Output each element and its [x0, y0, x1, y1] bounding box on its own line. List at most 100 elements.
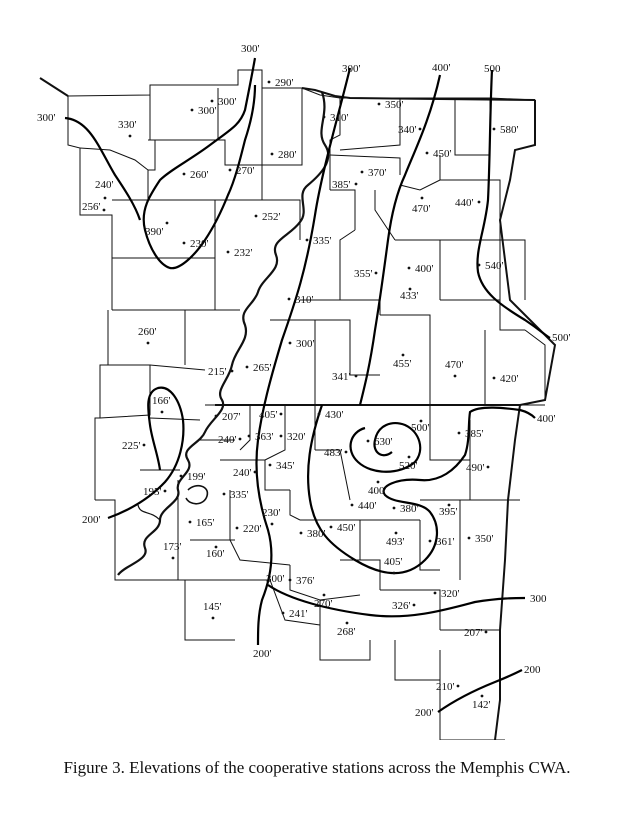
station-dot — [235, 526, 239, 530]
station-dot — [190, 108, 194, 112]
station-dot — [447, 503, 451, 507]
station-elevation-label: 335' — [313, 235, 332, 247]
station-elevation-label: 500' — [411, 422, 430, 434]
station-elevation-label: 260' — [190, 169, 209, 181]
station-dot — [420, 196, 424, 200]
station-dot — [171, 556, 175, 560]
station-dot — [492, 127, 496, 131]
station-dot — [457, 431, 461, 435]
station-dot — [214, 414, 218, 418]
station-elevation-label: 455' — [393, 358, 412, 370]
station-dot — [267, 80, 271, 84]
contour-500-loop — [349, 422, 422, 473]
contour-400-east — [307, 404, 536, 575]
station-elevation-label: 395' — [439, 506, 458, 518]
station-dot — [165, 221, 169, 225]
contour-value-label: 200 — [524, 664, 541, 676]
station-dot — [253, 470, 257, 474]
station-elevation-label: 241' — [289, 608, 308, 620]
contour-300-south — [267, 584, 526, 618]
contour-value-label: 500 — [484, 63, 501, 75]
station-elevation-label: 232' — [234, 247, 253, 259]
station-elevation-label: 240' — [233, 467, 252, 479]
station-dot — [322, 115, 326, 119]
station-dot — [350, 503, 354, 507]
station-dot — [425, 151, 429, 155]
station-elevation-label: 440' — [455, 197, 474, 209]
station-dot — [360, 170, 364, 174]
station-elevation-label: 173' — [163, 541, 182, 553]
contour-value-label: 200' — [253, 648, 272, 660]
contour-value-label: 200' — [82, 514, 101, 526]
station-dot — [222, 492, 226, 496]
station-dot — [305, 238, 309, 242]
station-dot — [238, 437, 242, 441]
station-elevation-label: 230' — [190, 238, 209, 250]
station-elevation-label: 580' — [500, 124, 519, 136]
station-elevation-label: 493' — [386, 536, 405, 548]
station-dot — [428, 539, 432, 543]
station-dot — [146, 341, 150, 345]
station-dot — [211, 616, 215, 620]
station-elevation-label: 440' — [358, 500, 377, 512]
station-elevation-label: 483' — [324, 447, 343, 459]
station-elevation-label: 320' — [441, 588, 460, 600]
station-elevation-label: 450' — [337, 522, 356, 534]
station-dot — [188, 520, 192, 524]
station-dot — [288, 341, 292, 345]
station-dot — [214, 545, 218, 549]
station-dot — [354, 374, 358, 378]
station-dot — [492, 376, 496, 380]
station-elevation-label: 400' — [415, 263, 434, 275]
station-elevation-label: 215' — [208, 366, 227, 378]
contour-200-south — [437, 669, 523, 713]
station-elevation-label: 330' — [118, 119, 137, 131]
mississippi-river — [117, 91, 330, 576]
contour-200-west — [107, 386, 185, 520]
station-dot — [288, 578, 292, 582]
station-dot — [270, 522, 274, 526]
station-elevation-label: 265' — [253, 362, 272, 374]
station-elevation-label: 300' — [198, 105, 217, 117]
elevation-contours — [64, 57, 551, 713]
station-dot — [329, 525, 333, 529]
station-dot — [182, 172, 186, 176]
station-elevation-label: 207' — [464, 627, 483, 639]
station-elevation-label: 540' — [485, 260, 504, 272]
contour-value-label: 300' — [266, 573, 285, 585]
station-elevation-label: 199' — [187, 471, 206, 483]
station-elevation-label: 490' — [466, 462, 485, 474]
station-elevation-label: 361' — [436, 536, 455, 548]
station-dot — [142, 443, 146, 447]
station-elevation-label: 142' — [472, 699, 491, 711]
station-elevation-label: 270' — [236, 165, 255, 177]
station-dot — [270, 152, 274, 156]
station-elevation-label: 260' — [138, 326, 157, 338]
station-elevation-label: 350' — [475, 533, 494, 545]
station-dot — [182, 241, 186, 245]
station-dot — [467, 536, 471, 540]
station-dot — [354, 182, 358, 186]
contour-value-label: 300 — [530, 593, 547, 605]
contour-value-label: 500' — [552, 332, 571, 344]
station-elevation-label: 520' — [399, 460, 418, 472]
contour-value-label: 400' — [432, 62, 451, 74]
station-elevation-label: 355' — [354, 268, 373, 280]
station-elevation-label: 300' — [296, 338, 315, 350]
station-elevation-label: 240' — [218, 434, 237, 446]
station-elevation-label: 166' — [152, 395, 171, 407]
station-dot — [299, 531, 303, 535]
station-dot — [344, 450, 348, 454]
station-elevation-label: 350' — [385, 99, 404, 111]
station-dot — [419, 419, 423, 423]
station-elevation-label: 433' — [400, 290, 419, 302]
station-dot — [376, 480, 380, 484]
station-elevation-label: 160' — [206, 548, 225, 560]
station-elevation-label: 268' — [337, 626, 356, 638]
elevation-map: 290'300'300'330'240'256'260'270'280'390'… — [37, 43, 571, 740]
station-dot — [407, 266, 411, 270]
station-dot — [210, 99, 214, 103]
station-elevation-label: 207' — [222, 411, 241, 423]
station-dot — [394, 531, 398, 535]
station-elevation-label: 300' — [218, 96, 237, 108]
